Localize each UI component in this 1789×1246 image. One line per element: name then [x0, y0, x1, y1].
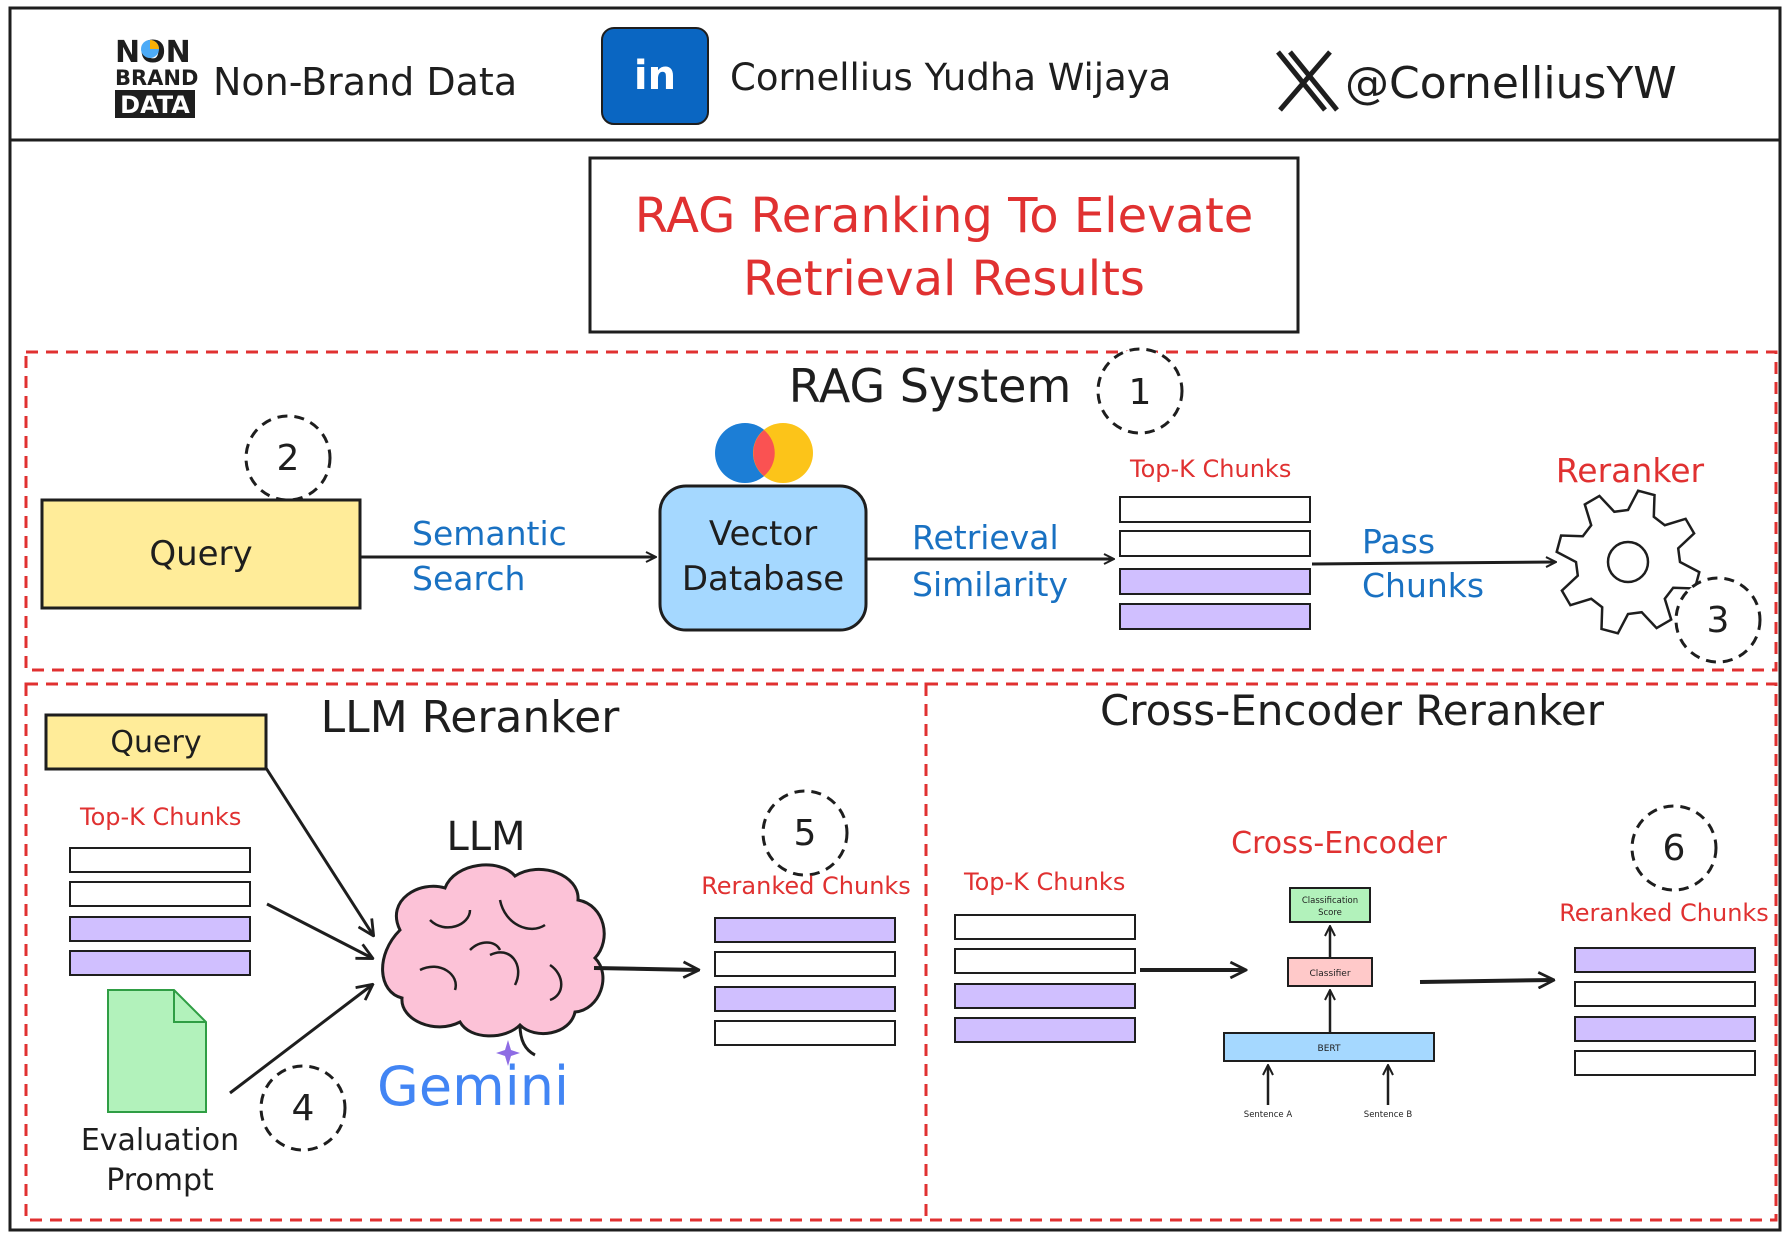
classification-score-label-2: Score [1318, 908, 1342, 918]
llm-query-node[interactable]: Query [44, 713, 268, 771]
svg-text:2: 2 [277, 438, 300, 479]
step-badge-4: 4 [259, 1064, 347, 1152]
chunk [1574, 981, 1756, 1007]
pass-chunks-arrow [1311, 562, 1555, 564]
chunk [69, 847, 251, 873]
llm-reranker-heading: LLM Reranker [321, 692, 621, 743]
gemini-logo: Gemini [377, 1055, 569, 1118]
prompt-document-icon [107, 989, 207, 1113]
cross-encoder-label: Cross-Encoder [1231, 826, 1447, 861]
chunk [69, 950, 251, 976]
chunk [954, 983, 1136, 1009]
cross-encoder-to-reranked-arrow [1419, 980, 1553, 982]
cross-encoder-heading: Cross-Encoder Reranker [1100, 686, 1605, 735]
rag-system-section [24, 350, 1778, 672]
svg-text:BRAND: BRAND [115, 66, 198, 90]
chunk [714, 1020, 896, 1046]
query-node[interactable]: Query [40, 498, 362, 610]
brain-icon [381, 863, 606, 1057]
pass-chunks-label-1: Pass [1362, 522, 1435, 561]
llm-topk-chunks [69, 847, 251, 976]
prompt-to-llm-arrow [229, 985, 372, 1095]
llm-reranked-chunks [714, 917, 896, 1046]
rag-topk-label: Top-K Chunks [1129, 455, 1291, 483]
step-badge-2: 2 [244, 414, 332, 502]
svg-text:DATA: DATA [120, 91, 190, 119]
evaluation-prompt-label-1: Evaluation [81, 1123, 239, 1158]
svg-text:4: 4 [292, 1088, 315, 1129]
bert-label: BERT [1318, 1044, 1341, 1054]
title-line-1: RAG Reranking To Elevate [635, 188, 1254, 244]
outer-frame [8, 6, 1782, 1232]
gemini-sparkle-icon [496, 1040, 520, 1066]
svg-text:Query: Query [149, 534, 252, 574]
sentence-b-label: Sentence B [1364, 1110, 1413, 1120]
cross-encoder-section [924, 682, 1778, 1222]
svg-text:6: 6 [1663, 828, 1686, 869]
chunk [69, 881, 251, 907]
svg-text:5: 5 [794, 813, 817, 854]
classifier-label: Classifier [1309, 969, 1350, 979]
database-logo-icon [715, 423, 813, 483]
ce-topk-chunks [954, 914, 1136, 1043]
rag-topk-chunks [1119, 496, 1311, 630]
x-logo-icon[interactable] [1276, 50, 1339, 112]
semantic-search-label-1: Semantic [412, 514, 567, 553]
step-badge-5: 5 [761, 789, 849, 877]
step-badge-3: 3 [1674, 576, 1762, 664]
chunk [714, 917, 896, 943]
llm-to-reranked-arrow [593, 968, 698, 970]
title-line-2: Retrieval Results [743, 251, 1145, 307]
chunk [1574, 947, 1756, 973]
chunk [69, 916, 251, 942]
retrieval-label-2: Similarity [912, 565, 1068, 604]
svg-text:3: 3 [1707, 600, 1730, 641]
chunk [1119, 568, 1311, 595]
brand-logo: NON BRAND DATA [115, 35, 198, 119]
chunk [1119, 530, 1311, 557]
step-badge-1: 1 [1096, 347, 1184, 435]
ce-reranked-label: Reranked Chunks [1559, 899, 1769, 927]
chunk [714, 951, 896, 977]
svg-text:Query: Query [110, 725, 201, 760]
rag-system-heading: RAG System [789, 359, 1072, 413]
svg-text:Vector: Vector [709, 514, 817, 554]
llm-topk-label: Top-K Chunks [79, 803, 241, 831]
retrieval-label-1: Retrieval [912, 518, 1059, 557]
svg-text:1: 1 [1129, 372, 1152, 413]
chunk [1119, 603, 1311, 630]
chunk [954, 1017, 1136, 1043]
author-name: Cornellius Yudha Wijaya [730, 56, 1171, 99]
svg-text:Database: Database [682, 559, 844, 599]
step-badge-6: 6 [1630, 804, 1718, 892]
svg-text:in: in [634, 53, 676, 99]
chunk [1574, 1050, 1756, 1076]
brand-name: Non-Brand Data [213, 60, 517, 104]
x-handle: @CornelliusYW [1345, 58, 1677, 109]
llm-reranked-label: Reranked Chunks [701, 872, 911, 900]
chunk [954, 914, 1136, 940]
llm-label: LLM [446, 814, 525, 860]
vector-database-node[interactable]: Vector Database [658, 484, 868, 632]
chunks-to-llm-arrow [266, 902, 372, 958]
evaluation-prompt-label-2: Prompt [106, 1163, 214, 1198]
query-to-llm-arrow [264, 767, 373, 935]
classification-score-label: Classification [1302, 896, 1358, 906]
ce-topk-label: Top-K Chunks [963, 868, 1125, 896]
linkedin-icon[interactable]: in [601, 27, 709, 125]
semantic-search-label-2: Search [412, 559, 525, 598]
title-box [588, 156, 1300, 334]
ce-reranked-chunks [1574, 947, 1756, 1076]
pass-chunks-label-2: Chunks [1362, 566, 1484, 605]
chunk [1574, 1016, 1756, 1042]
sentence-a-label: Sentence A [1244, 1110, 1293, 1120]
chunk [954, 948, 1136, 974]
chunk [1119, 496, 1311, 523]
cross-encoder-diagram: Classification Score Classifier BERT Sen… [1223, 887, 1435, 1120]
chunk [714, 986, 896, 1012]
gear-icon [1555, 489, 1701, 635]
reranker-label: Reranker [1556, 451, 1705, 490]
